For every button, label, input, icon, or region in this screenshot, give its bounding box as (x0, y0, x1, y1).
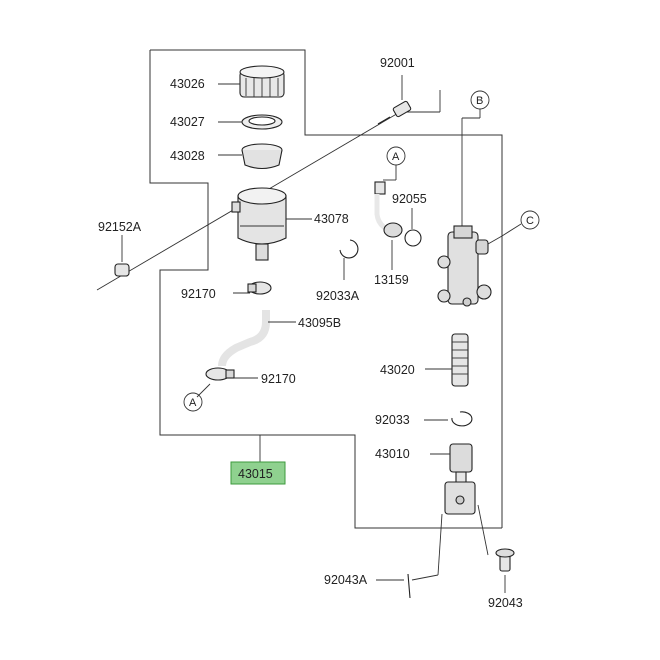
piston-spring-part[interactable] (451, 333, 469, 387)
label-92033a: 92033A (316, 289, 360, 303)
label-43020: 43020 (380, 363, 415, 377)
label-92043: 92043 (488, 596, 523, 610)
circlip-part[interactable] (451, 411, 473, 427)
ref-a-bottom-marker: A (183, 392, 203, 412)
hose-joint-part[interactable] (374, 181, 403, 238)
label-43027: 43027 (170, 115, 205, 129)
label-92001: 92001 (380, 56, 415, 70)
master-cylinder-body-part[interactable] (437, 225, 492, 307)
label-92043a: 92043A (324, 573, 368, 587)
cotter-pin-part[interactable] (407, 573, 411, 599)
push-rod-part[interactable] (444, 443, 476, 515)
label-92170-bottom: 92170 (261, 372, 296, 386)
label-43015-highlight (230, 461, 286, 485)
ref-a-top-marker: A (386, 146, 406, 166)
label-43095b: 43095B (298, 316, 341, 330)
ref-b-marker: B (470, 90, 490, 110)
label-43028: 43028 (170, 149, 205, 163)
label-92033: 92033 (375, 413, 410, 427)
collar-part[interactable] (114, 263, 130, 277)
label-43010: 43010 (375, 447, 410, 461)
o-ring-part[interactable] (404, 229, 422, 247)
hose-part[interactable] (218, 310, 270, 367)
hose-clamp-bottom-part[interactable] (205, 367, 235, 381)
circlip-a-part[interactable] (339, 239, 359, 259)
svg-text:A: A (392, 151, 400, 163)
clevis-pin-part[interactable] (495, 548, 515, 572)
svg-text:B: B (476, 95, 483, 107)
label-13159: 13159 (374, 273, 409, 287)
label-43015[interactable]: 43015 (238, 467, 273, 481)
label-92055: 92055 (392, 192, 427, 206)
reservoir-cap-part[interactable] (239, 65, 285, 98)
assembly-frame (149, 49, 503, 529)
svg-text:C: C (526, 215, 534, 227)
label-43078: 43078 (314, 212, 349, 226)
bolt-part[interactable] (377, 100, 412, 125)
hose-clamp-top-part[interactable] (247, 281, 272, 295)
diaphragm-part[interactable] (241, 143, 283, 170)
ref-c-marker: C (520, 210, 540, 230)
diaphragm-plate-part[interactable] (241, 114, 283, 130)
label-43026: 43026 (170, 77, 205, 91)
label-92152a: 92152A (98, 220, 142, 234)
label-92170-top: 92170 (181, 287, 216, 301)
reservoir-part[interactable] (231, 187, 287, 261)
svg-text:A: A (189, 397, 197, 409)
